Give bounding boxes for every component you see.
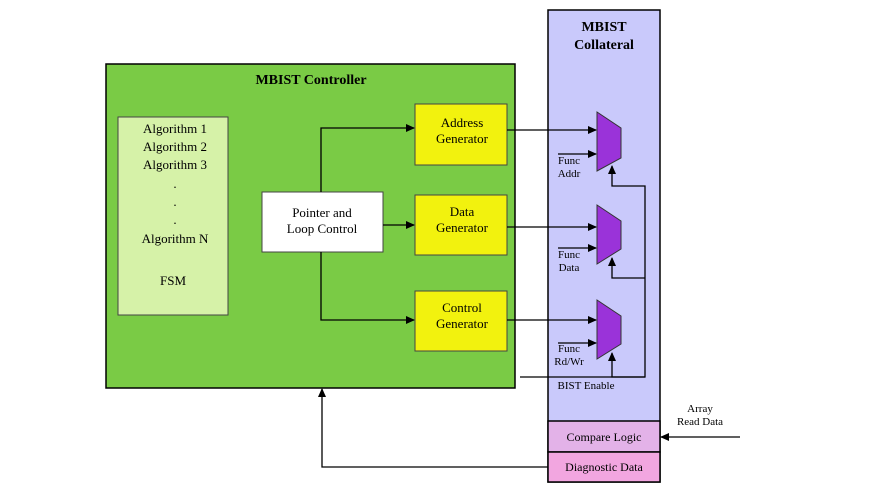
func-rdwr-line1: Func — [558, 343, 580, 355]
func-addr-line1: Func — [558, 155, 580, 167]
algorithm-n-label: Algorithm N — [142, 231, 209, 246]
data-generator-line2: Generator — [436, 220, 489, 235]
algorithm-fsm-box — [117, 116, 229, 316]
array-read-data-line1: Array — [687, 403, 713, 415]
address-generator-line1: Address — [441, 115, 484, 130]
ellipsis-dot-2: . — [173, 194, 176, 209]
func-rdwr-line2: Rd/Wr — [554, 356, 584, 368]
algorithm-2-label: Algorithm 2 — [143, 139, 207, 154]
pointer-to-control-arrow — [320, 252, 415, 324]
control-generator-line1: Control — [442, 300, 482, 315]
address-mux — [596, 111, 622, 172]
diagnostic-data-label: Diagnostic Data — [565, 460, 643, 474]
func-data-line1: Func — [558, 249, 580, 261]
address-generator-line2: Generator — [436, 131, 489, 146]
control-generator-box — [414, 290, 508, 352]
func-data-line2: Data — [559, 262, 580, 274]
ellipsis-dot-3: . — [173, 212, 176, 227]
mbist-controller-title: MBIST Controller — [255, 73, 366, 88]
array-read-data-line2: Read Data — [677, 416, 723, 428]
address-generator-box — [414, 103, 508, 166]
pointer-loop-control-box — [261, 191, 384, 253]
fsm-label: FSM — [160, 273, 186, 288]
collateral-title-line1: MBIST — [581, 20, 627, 35]
compare-logic-label: Compare Logic — [567, 430, 642, 444]
compare-logic-box — [547, 420, 661, 453]
rdwr-mux — [596, 299, 622, 360]
data-generator-line1: Data — [450, 204, 475, 219]
func-addr-line2: Addr — [558, 168, 581, 180]
pointer-to-address-arrow — [320, 124, 415, 192]
algorithm-3-label: Algorithm 3 — [143, 157, 207, 172]
bist-enable-to-data-mux — [608, 257, 645, 279]
diagnostic-feedback-arrow — [318, 388, 548, 468]
data-generator-box — [414, 194, 508, 256]
algorithm-1-label: Algorithm 1 — [143, 121, 207, 136]
bist-enable-label: BIST Enable — [558, 380, 615, 392]
pointer-label-line1: Pointer and — [292, 205, 352, 220]
pointer-label-line2: Loop Control — [287, 221, 358, 236]
bist-enable-line — [520, 165, 646, 378]
data-mux — [596, 204, 622, 265]
bist-enable-to-rdwr-mux — [608, 352, 645, 378]
collateral-title-line2: Collateral — [574, 38, 634, 53]
ellipsis-dot-1: . — [173, 176, 176, 191]
control-generator-line2: Generator — [436, 316, 489, 331]
